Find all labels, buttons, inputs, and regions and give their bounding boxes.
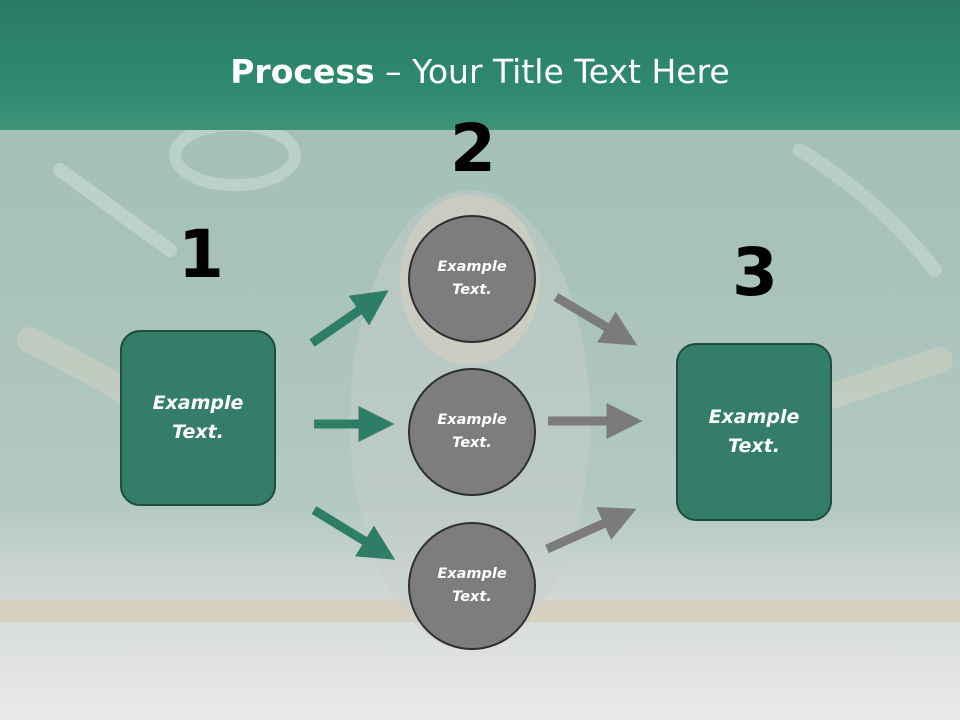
circle-top: Example Text. xyxy=(408,215,536,343)
circle-middle-text: Example Text. xyxy=(437,412,507,451)
step-number-3: 3 xyxy=(732,234,778,311)
title-rest: – Your Title Text Here xyxy=(374,52,730,91)
arrow-bottom-to-3 xyxy=(545,507,637,554)
circle-top-text: Example Text. xyxy=(437,259,507,298)
arrow-top-to-3 xyxy=(553,293,638,346)
step-number-1: 1 xyxy=(178,216,224,293)
step-box-3: Example Text. xyxy=(676,343,832,521)
title-band xyxy=(0,0,960,130)
arrow-1-to-top xyxy=(309,290,389,347)
title-bold: Process xyxy=(230,52,375,91)
step-box-3-text: Example Text. xyxy=(708,406,800,457)
arrow-1-to-bottom xyxy=(311,506,396,560)
slide-title: Process – Your Title Text Here xyxy=(0,52,960,91)
circle-bottom: Example Text. xyxy=(408,522,536,650)
circle-bottom-text: Example Text. xyxy=(437,566,507,605)
step-number-2: 2 xyxy=(450,110,496,187)
circle-middle: Example Text. xyxy=(408,368,536,496)
step-box-1: Example Text. xyxy=(120,330,276,506)
step-box-1-text: Example Text. xyxy=(152,392,244,443)
